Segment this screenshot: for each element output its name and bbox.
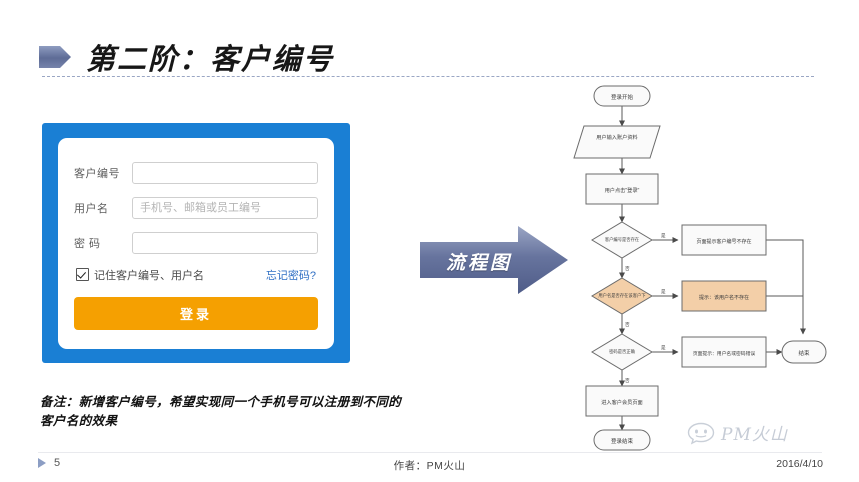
flow-node-input-label: 用户输入账户资料 (596, 133, 638, 141)
branch-label-no-3: 否 (625, 378, 630, 384)
footer-author: 作者：PM火山 (393, 460, 466, 472)
flow-node-msg-customer-id-label: 页面提示客户编号不存在 (696, 238, 751, 245)
flowchart-svg: 登录开始 用户输入账户资料 用户点击"登录" 客户编号是否存在 是 否 (573, 85, 827, 451)
flow-node-msg-password-label: 页面提示：用户名或密码错误 (693, 350, 756, 357)
login-options-row: 记住客户编号、用户名 忘记密码? (76, 267, 316, 283)
password-label: 密 码 (74, 237, 101, 250)
flow-node-msg-username: 提示：该用户名不存在 (681, 280, 767, 312)
branch-label-yes-2: 是 (661, 289, 666, 295)
flow-node-click-login: 用户点击"登录" (585, 173, 659, 205)
page-title-text: 第二阶：客户编号 (86, 42, 335, 76)
flow-node-decision-username-label: 用户名是否存在该客户下 (598, 292, 646, 299)
flow-arrow: 流程图 (420, 224, 570, 296)
flow-node-end: 登录结束 (593, 429, 651, 451)
username-label: 用户名 (74, 202, 109, 215)
page-number-text: 5 (54, 457, 61, 469)
pentagon-bullet-icon (39, 46, 71, 68)
flow-node-msg-customer-id: 页面提示客户编号不存在 (681, 224, 767, 256)
flow-node-start-label: 登录开始 (611, 93, 634, 101)
branch-label-yes-3: 是 (661, 345, 666, 351)
title-divider (42, 76, 814, 77)
branch-label-no-2: 否 (625, 322, 630, 328)
flow-node-start: 登录开始 (593, 85, 651, 107)
customer-id-label: 客户编号 (74, 167, 120, 180)
chat-face-icon (687, 422, 715, 445)
footer-date: 2016/4/10 (776, 458, 823, 470)
flow-node-decision-password-label: 密码是否正确 (609, 348, 635, 355)
login-submit-button[interactable]: 登录 (74, 296, 318, 330)
customer-id-input[interactable] (132, 161, 318, 184)
footer-divider (38, 452, 822, 453)
remember-me-checkbox[interactable] (76, 268, 89, 281)
field-row-password: 密 码 (74, 231, 318, 254)
forgot-password-link[interactable]: 忘记密码? (265, 269, 316, 282)
flow-arrow-label: 流程图 (446, 252, 513, 274)
flowchart: 登录开始 用户输入账户资料 用户点击"登录" 客户编号是否存在 是 否 (560, 82, 830, 452)
flow-node-end-right: 结束 (781, 340, 827, 364)
right-arrow-icon (420, 226, 568, 294)
note-text: 备注：新增客户编号，希望实现同一个手机号可以注册到不同的客户名的效果 (40, 394, 402, 428)
footer: 5 作者：PM火山 2016/4/10 (0, 452, 859, 482)
triangle-bullet-icon (38, 458, 46, 468)
username-input[interactable] (132, 196, 318, 219)
flow-node-msg-username-label: 提示：该用户名不存在 (699, 294, 749, 301)
flow-node-input: 用户输入账户资料 (573, 125, 661, 159)
field-row-customer-id: 客户编号 (74, 161, 318, 184)
flow-node-msg-password: 页面提示：用户名或密码错误 (681, 336, 767, 368)
password-input[interactable] (132, 231, 318, 254)
flow-node-decision-customer-id: 客户编号是否存在 是 否 (591, 221, 666, 272)
page-number: 5 (38, 457, 60, 469)
flow-node-member-page: 进入客户会员页面 (585, 385, 659, 417)
page-title: 第二阶：客户编号 (38, 36, 334, 78)
flow-node-decision-password: 密码是否正确 是 否 (591, 333, 666, 384)
flow-node-end-label: 登录结束 (611, 437, 634, 445)
flow-node-decision-username: 用户名是否存在该客户下 是 否 (591, 277, 666, 328)
watermark: PM火山 (686, 420, 788, 445)
watermark-text: PM火山 (721, 425, 788, 445)
flow-node-click-login-label: 用户点击"登录" (605, 186, 640, 194)
field-row-username: 用户名 (74, 196, 318, 219)
remember-me-option[interactable]: 记住客户编号、用户名 (76, 267, 204, 283)
flow-node-member-page-label: 进入客户会员页面 (601, 398, 643, 406)
login-card: 客户编号 用户名 密 码 记住客户编号、用户名 忘记密码? 登录 (58, 137, 334, 349)
remember-me-label: 记住客户编号、用户名 (94, 269, 204, 282)
login-mock-frame: 客户编号 用户名 密 码 记住客户编号、用户名 忘记密码? 登录 (42, 123, 350, 363)
flow-node-decision-customer-id-label: 客户编号是否存在 (605, 236, 640, 243)
flow-node-end-right-label: 结束 (798, 349, 810, 357)
branch-label-no-1: 否 (625, 266, 630, 272)
branch-label-yes-1: 是 (661, 233, 666, 239)
